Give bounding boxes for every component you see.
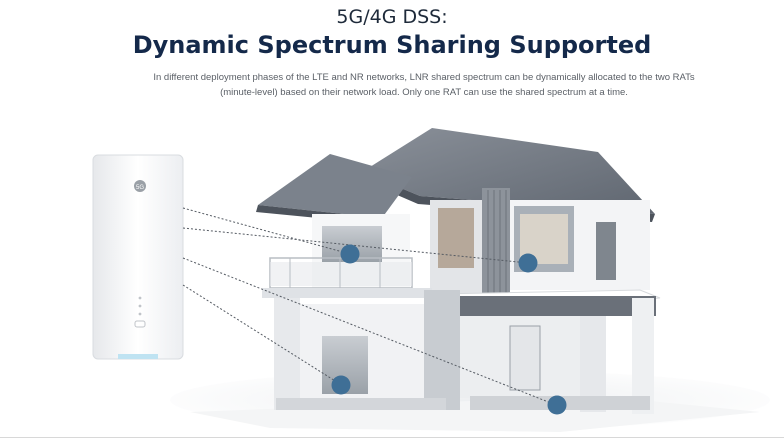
bottom-divider <box>0 437 784 438</box>
signal-lines <box>182 207 557 406</box>
chimney-column <box>482 188 510 298</box>
signal-dot-upper-right <box>518 253 538 273</box>
signal-line-1 <box>182 207 351 255</box>
signal-dots <box>331 244 567 415</box>
front-door <box>509 325 541 391</box>
overhang-slab <box>456 296 656 316</box>
signal-line-4 <box>182 284 341 385</box>
signal-line-2 <box>182 227 529 264</box>
signal-dot-lower-left <box>331 375 351 395</box>
router-badge-5g: 5G <box>136 185 144 191</box>
page-pretitle: 5G/4G DSS: <box>336 6 448 28</box>
signal-dot-lower-right <box>547 395 567 415</box>
front-roof <box>258 154 412 218</box>
page-title: Dynamic Spectrum Sharing Supported <box>132 31 652 59</box>
upper-roof <box>362 128 655 214</box>
signal-line-3 <box>182 257 557 406</box>
signal-dot-upper-left <box>340 244 360 264</box>
router-device: 5G <box>92 154 184 360</box>
page-description: In different deployment phases of the LT… <box>153 72 695 98</box>
